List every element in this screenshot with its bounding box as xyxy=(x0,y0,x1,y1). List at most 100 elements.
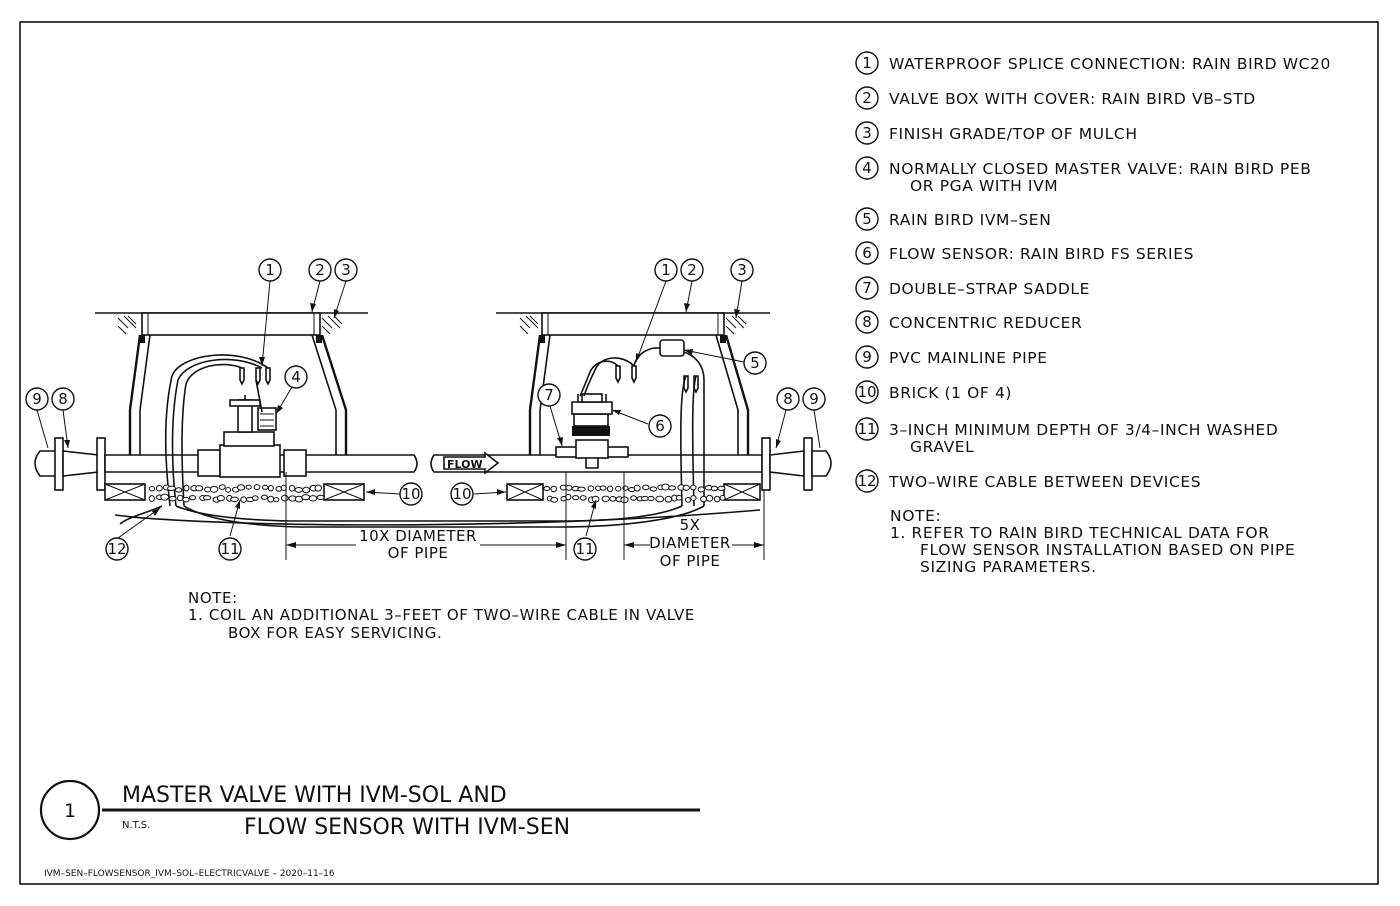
gravel-pebble xyxy=(237,484,246,491)
gravel-pebble xyxy=(572,495,580,501)
gravel-pebble xyxy=(302,486,311,494)
gravel-pebble xyxy=(175,487,183,493)
trench-line xyxy=(114,509,761,526)
legend-item: 6 FLOW SENSOR: RAIN BIRD FS SERIES xyxy=(855,241,1194,265)
gravel-pebble xyxy=(280,494,289,502)
gravel-pebble xyxy=(587,485,595,492)
left-note-line-1: 1. COIL AN ADDITIONAL 3–FEET OF TWO–WIRE… xyxy=(188,606,695,624)
callout-bubble xyxy=(399,482,423,506)
gravel-pebble xyxy=(579,495,587,501)
gravel-pebble xyxy=(301,494,311,501)
legend-number: 5 xyxy=(862,210,872,228)
gravel-pebble xyxy=(260,494,269,500)
callout-bubble xyxy=(802,387,826,411)
gravel-pebble xyxy=(710,485,719,492)
right-note-line-2: FLOW SENSOR INSTALLATION BASED ON PIPE xyxy=(920,541,1295,559)
gravel-pebble xyxy=(633,484,641,492)
dimension-10x: 10X DIAMETER OF PIPE xyxy=(285,472,567,562)
gravel-pebble xyxy=(167,485,176,492)
legend-text: FINISH GRADE/TOP OF MULCH xyxy=(889,125,1138,143)
gravel-pebble xyxy=(230,496,239,503)
bricks xyxy=(104,483,761,501)
callout-number: 12 xyxy=(107,540,126,558)
legend-text: 3–INCH MINIMUM DEPTH OF 3/4–INCH WASHED xyxy=(889,421,1278,439)
callout-bubble xyxy=(450,482,474,506)
gravel-pebble xyxy=(615,485,622,492)
detail-number-circle xyxy=(39,779,101,841)
gravel-pebble xyxy=(599,485,607,491)
gravel-pebble xyxy=(565,493,572,501)
legend-text-continued: OR PGA WITH IVM xyxy=(910,177,1058,195)
gravel-pebble xyxy=(565,484,573,491)
gravel-pebble xyxy=(316,494,325,501)
gravel-pebble xyxy=(550,485,558,493)
legend-text: FLOW SENSOR: RAIN BIRD FS SERIES xyxy=(889,245,1194,263)
legend-bubble xyxy=(855,380,879,404)
callout-number: 3 xyxy=(737,261,747,279)
legend-bubble xyxy=(855,276,879,300)
gravel-pebble xyxy=(202,495,212,501)
callout-bubble xyxy=(573,537,597,561)
right-note-line-3: SIZING PARAMETERS. xyxy=(920,558,1097,576)
gravel-pebble xyxy=(216,494,225,502)
legend-text: RAIN BIRD IVM–SEN xyxy=(889,211,1051,229)
callout-number: 3 xyxy=(341,261,351,279)
gravel-pebble xyxy=(240,496,247,503)
callout-leaders xyxy=(36,280,821,539)
callout-bubble xyxy=(258,258,282,282)
legend-bubble xyxy=(855,469,879,493)
right-note-line-1: 1. REFER TO RAIN BIRD TECHNICAL DATA FOR xyxy=(890,524,1270,542)
gravel-pebble xyxy=(668,485,677,491)
callout-bubble xyxy=(648,414,672,438)
left-note: NOTE: 1. COIL AN ADDITIONAL 3–FEET OF TW… xyxy=(188,589,695,642)
gravel-pebble xyxy=(308,495,318,502)
gravel-pebble xyxy=(155,484,163,492)
gravel-pebble xyxy=(218,484,226,490)
callout-number: 11 xyxy=(575,540,594,558)
callout-bubble xyxy=(537,383,561,407)
detail-number: 1 xyxy=(64,800,76,822)
legend-bubble xyxy=(855,345,879,369)
legend-number: 2 xyxy=(862,89,872,107)
legend-bubble xyxy=(855,241,879,265)
callout-bubble xyxy=(680,258,704,282)
gravel-pebble xyxy=(642,484,650,491)
callout-number: 6 xyxy=(655,417,665,435)
gravel-pebble xyxy=(543,486,551,492)
right-note-heading: NOTE: xyxy=(890,507,941,525)
dim-5x-line-1: 5X xyxy=(680,516,701,534)
legend-number: 6 xyxy=(862,244,872,262)
gravel-pebble xyxy=(253,484,261,491)
callout-number: 7 xyxy=(544,386,554,404)
gravel-pebble xyxy=(609,495,617,502)
legend-item: 5 RAIN BIRD IVM–SEN xyxy=(855,207,1051,231)
callout-bubble xyxy=(308,258,332,282)
legend-number: 8 xyxy=(862,313,872,331)
gravel-pebble xyxy=(225,487,232,493)
gravel xyxy=(148,483,726,504)
callout-number: 2 xyxy=(315,261,325,279)
gravel-pebble xyxy=(697,486,705,493)
gravel-pebble xyxy=(195,485,204,492)
gravel-pebble xyxy=(713,495,721,503)
callout-bubble xyxy=(25,387,49,411)
gravel-pebble xyxy=(690,495,697,501)
callout-number: 1 xyxy=(661,261,671,279)
callout-bubble xyxy=(743,351,767,375)
legend-text: PVC MAINLINE PIPE xyxy=(889,349,1048,367)
gravel-pebble xyxy=(661,483,670,491)
gravel-pebble xyxy=(148,485,156,492)
legend-number: 3 xyxy=(862,124,872,142)
legend-text: TWO–WIRE CABLE BETWEEN DEVICES xyxy=(888,473,1201,491)
gravel-pebble xyxy=(245,484,252,490)
gravel-pebble xyxy=(148,495,155,502)
legend-item: 3 FINISH GRADE/TOP OF MULCH xyxy=(855,121,1138,145)
legend-bubble xyxy=(855,156,879,180)
callout-number: 10 xyxy=(401,485,420,503)
callout-bubble xyxy=(284,365,308,389)
